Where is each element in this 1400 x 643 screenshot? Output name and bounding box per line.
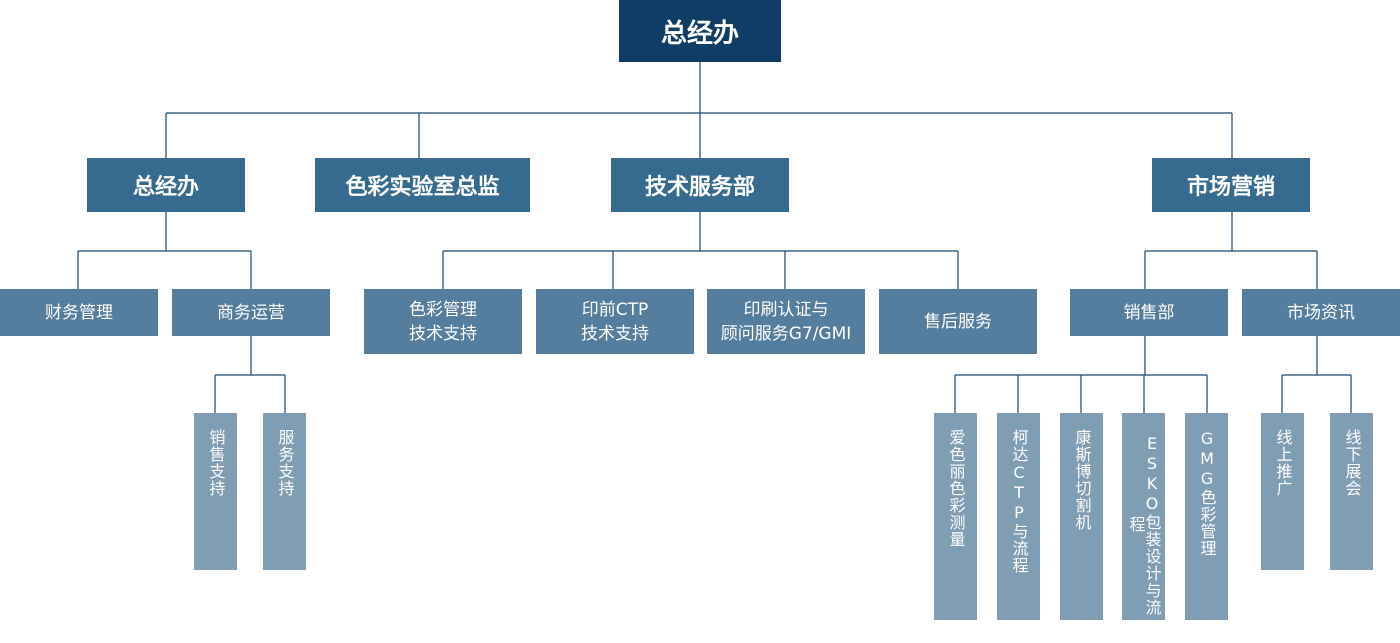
node-sales-support: 销售支持 xyxy=(194,413,237,570)
node-label: 柯达CTP与流程 xyxy=(1009,429,1029,574)
node-label: 市场资讯 xyxy=(1287,302,1355,323)
node-root-general-office: 总经办 xyxy=(619,0,781,62)
node-label: 技术服务部 xyxy=(644,175,755,200)
node-marketing: 市场营销 xyxy=(1152,158,1310,212)
node-kongsberg-cutter: 康斯博切割机 xyxy=(1060,413,1103,620)
node-label: 爱色丽色彩测量 xyxy=(946,429,966,548)
node-label: GMG色彩管理 xyxy=(1197,429,1217,557)
node-label: ESKO包装设计与流程 xyxy=(1126,433,1162,616)
node-label: 线下展会 xyxy=(1342,429,1362,497)
node-color-lab-director: 色彩实验室总监 xyxy=(315,158,530,212)
node-label: 销售部 xyxy=(1123,302,1175,323)
node-esko-packaging: ESKO包装设计与流程 xyxy=(1122,413,1165,620)
node-print-cert-consulting: 印刷认证与 顾问服务G7/GMI xyxy=(707,289,865,354)
connector-root xyxy=(165,62,1233,158)
node-label: 总经办 xyxy=(132,175,199,200)
node-after-sales: 售后服务 xyxy=(879,289,1037,354)
node-gmg-color: GMG色彩管理 xyxy=(1185,413,1228,620)
node-label: 财务管理 xyxy=(45,302,113,323)
node-general-office: 总经办 xyxy=(87,158,245,212)
node-xrite-measurement: 爱色丽色彩测量 xyxy=(934,413,977,620)
node-technical-service: 技术服务部 xyxy=(611,158,789,212)
node-prepress-ctp-support: 印前CTP 技术支持 xyxy=(536,289,694,354)
node-label: 线上推广 xyxy=(1273,429,1293,497)
node-sales-dept: 销售部 xyxy=(1070,289,1228,336)
node-label: 总经办 xyxy=(660,18,739,49)
node-color-mgmt-support: 色彩管理 技术支持 xyxy=(364,289,522,354)
connector-marketing xyxy=(1144,212,1318,289)
node-online-promotion: 线上推广 xyxy=(1261,413,1304,570)
node-market-info: 市场资讯 xyxy=(1242,289,1400,336)
connector-technical-service xyxy=(442,212,959,289)
node-finance: 财务管理 xyxy=(0,289,158,336)
node-business-ops: 商务运营 xyxy=(172,289,330,336)
node-label: 服务支持 xyxy=(275,429,295,497)
node-label: 色彩管理 技术支持 xyxy=(409,299,477,344)
connector-market-info xyxy=(1281,336,1352,413)
node-label: 印前CTP 技术支持 xyxy=(581,299,649,344)
connector-general-office xyxy=(77,212,252,289)
node-service-support: 服务支持 xyxy=(263,413,306,570)
connector-sales-dept xyxy=(954,336,1208,413)
node-label: 销售支持 xyxy=(206,429,226,497)
node-label: 色彩实验室总监 xyxy=(345,175,500,200)
node-offline-exhibition: 线下展会 xyxy=(1330,413,1373,570)
node-label: 售后服务 xyxy=(924,311,992,332)
connector-business-ops xyxy=(214,336,286,413)
node-label: 印刷认证与 顾问服务G7/GMI xyxy=(720,299,852,344)
node-kodak-ctp-workflow: 柯达CTP与流程 xyxy=(997,413,1040,620)
node-label: 商务运营 xyxy=(217,302,285,323)
node-label: 康斯博切割机 xyxy=(1072,429,1092,531)
node-label: 市场营销 xyxy=(1186,175,1275,200)
